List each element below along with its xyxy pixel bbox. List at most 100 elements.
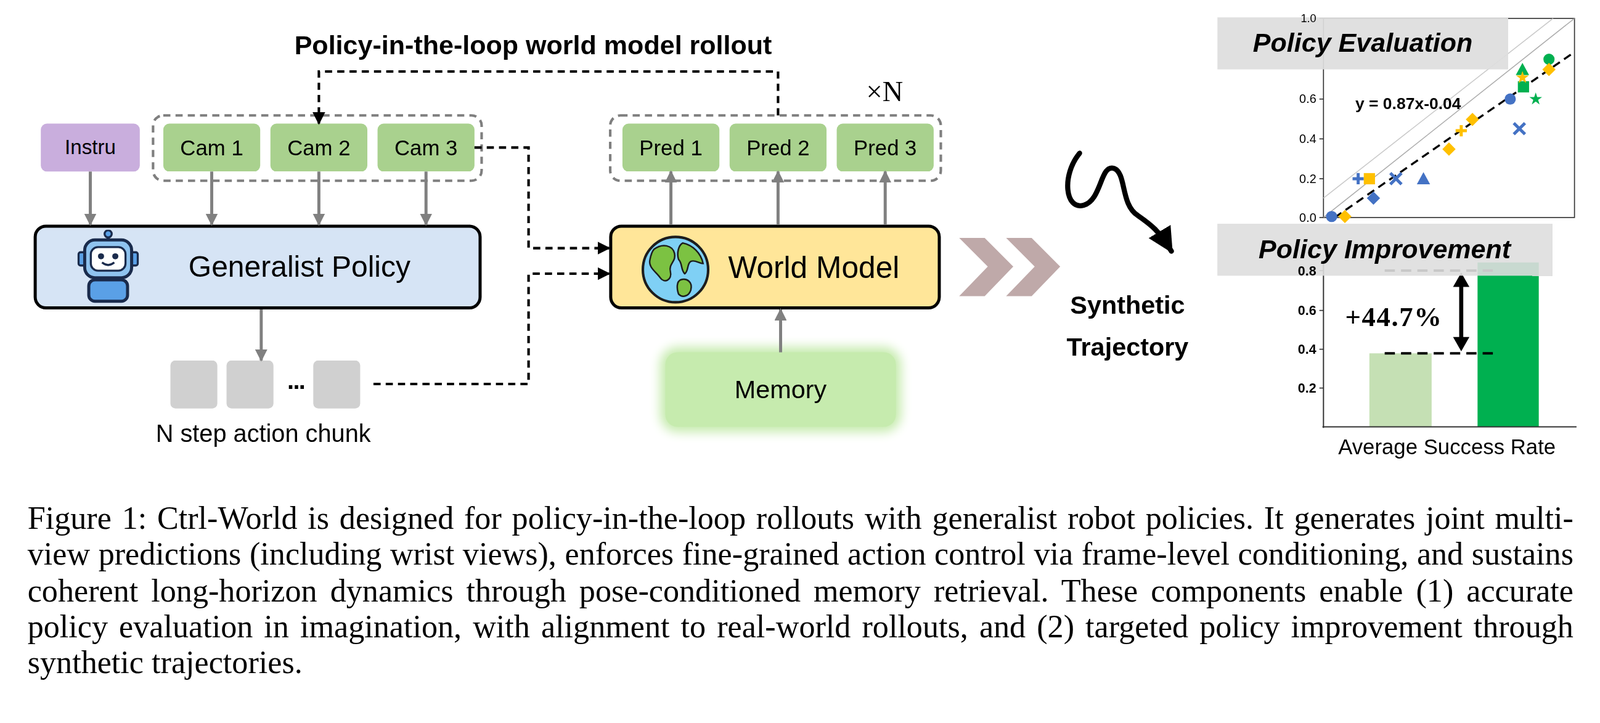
model-box <box>642 236 709 303</box>
scatter-point <box>1465 112 1480 127</box>
scatter-point <box>1367 191 1381 206</box>
scatter-plot <box>1319 98 1324 100</box>
model-box <box>639 232 712 307</box>
connector-arrow <box>317 171 321 225</box>
prediction-box: Pred 1 <box>622 123 720 172</box>
prediction-box: Pred 3 <box>836 123 934 172</box>
policy-box <box>90 247 126 271</box>
scatter-plot <box>1319 178 1324 180</box>
group-frame <box>152 115 482 181</box>
policy-box <box>102 262 115 266</box>
model-box: World Model <box>608 224 941 310</box>
action-chunk: ...N step action chunk <box>163 360 368 409</box>
scatter-point <box>1363 173 1376 185</box>
policy-box <box>104 230 113 238</box>
bar-chart <box>1384 351 1499 355</box>
node-label: Cam 1 <box>179 135 243 161</box>
node-label: Memory <box>734 374 827 405</box>
scatter-point <box>1529 92 1543 105</box>
scatter-point <box>1390 173 1402 185</box>
repeat-count: ×N <box>866 75 904 109</box>
scatter-point <box>1325 210 1337 222</box>
chunk-caption: N step action chunk <box>155 419 372 449</box>
scatter-point <box>1513 123 1525 135</box>
model-box <box>677 242 704 274</box>
squiggle-arrow <box>1067 153 1172 252</box>
tick-label: 0.8 <box>1297 263 1317 279</box>
tick-label: 0.2 <box>1299 171 1317 186</box>
node-label: Instru <box>64 135 116 160</box>
bar-chart <box>1453 337 1470 352</box>
policy-box: Generalist Policy <box>33 224 482 310</box>
chevron-arrow <box>959 237 1014 296</box>
ellipsis-mark: ... <box>275 366 317 396</box>
scatter-point <box>1338 209 1352 224</box>
panel-band: Policy Evaluation <box>1217 17 1509 70</box>
chevron-arrow <box>1005 237 1061 296</box>
policy-box <box>97 253 105 260</box>
connector-arrow <box>474 147 610 248</box>
connector-arrow <box>883 171 887 225</box>
tick-label: 0.4 <box>1299 131 1317 147</box>
input-box: Instru <box>40 123 140 172</box>
bar-chart <box>1322 426 1577 428</box>
bar-chart <box>1319 260 1577 428</box>
tick-label: 1.0 <box>1300 12 1316 25</box>
panel-band: Policy Improvement <box>1217 223 1552 276</box>
connector-arrow <box>424 171 428 225</box>
chevron-arrow <box>959 237 1061 296</box>
tick-label: 0.6 <box>1299 91 1317 107</box>
tick-label: 0.0 <box>1299 210 1317 225</box>
policy-box <box>84 239 132 278</box>
connector-arrow <box>669 171 673 225</box>
bar-chart <box>1319 387 1324 389</box>
bar-chart <box>1319 348 1324 351</box>
node-label: Pred 2 <box>746 135 810 161</box>
memory-box: Memory <box>665 352 896 428</box>
node-label: World Model <box>727 249 900 285</box>
connector-arrow <box>210 171 214 225</box>
output-label: Synthetic Trajectory <box>1038 284 1218 368</box>
action-token <box>313 360 360 409</box>
connector-arrow <box>776 171 780 225</box>
node-label: Generalist Policy <box>188 250 411 285</box>
scatter-point <box>1352 173 1364 185</box>
scatter-point <box>1455 125 1467 137</box>
node-label: Policy Evaluation <box>1253 27 1473 60</box>
scatter-point <box>1518 81 1530 93</box>
scatter-plot <box>1319 138 1324 140</box>
scatter-plot <box>1334 51 1575 217</box>
scatter-point <box>1442 142 1456 156</box>
tick-label: 0.6 <box>1297 302 1317 319</box>
tick-label: 0.2 <box>1297 380 1317 396</box>
axis-label: Average Success Rate <box>1338 435 1556 460</box>
bar-chart <box>1319 310 1324 312</box>
group-frame <box>152 115 941 181</box>
action-token <box>170 360 217 409</box>
camera-box: Cam 2 <box>270 123 368 172</box>
group-frame <box>610 115 941 181</box>
fit-equation: y = 0.87x-0.04 <box>1355 94 1462 114</box>
connector-arrow <box>779 309 783 353</box>
policy-box <box>74 229 142 304</box>
prediction-box: Pred 2 <box>729 123 827 172</box>
node-label: Pred 1 <box>639 135 703 161</box>
camera-box: Cam 1 <box>163 123 261 172</box>
gain-label: +44.7% <box>1344 302 1443 334</box>
connector-arrow <box>88 171 92 225</box>
bar-chart <box>1322 260 1324 428</box>
model-box <box>677 279 692 296</box>
policy-box <box>112 253 119 260</box>
policy-box <box>88 279 128 302</box>
bar-chart <box>1459 284 1464 341</box>
node-label: Cam 3 <box>394 135 458 161</box>
action-token <box>226 360 274 409</box>
model-box <box>649 245 675 281</box>
scatter-plot <box>1319 216 1324 219</box>
bar-chart <box>1369 353 1432 427</box>
connector-arrow <box>318 71 778 124</box>
tick-label: 0.4 <box>1297 341 1317 357</box>
camera-box: Cam 3 <box>377 123 475 172</box>
connector-arrow <box>259 309 263 361</box>
